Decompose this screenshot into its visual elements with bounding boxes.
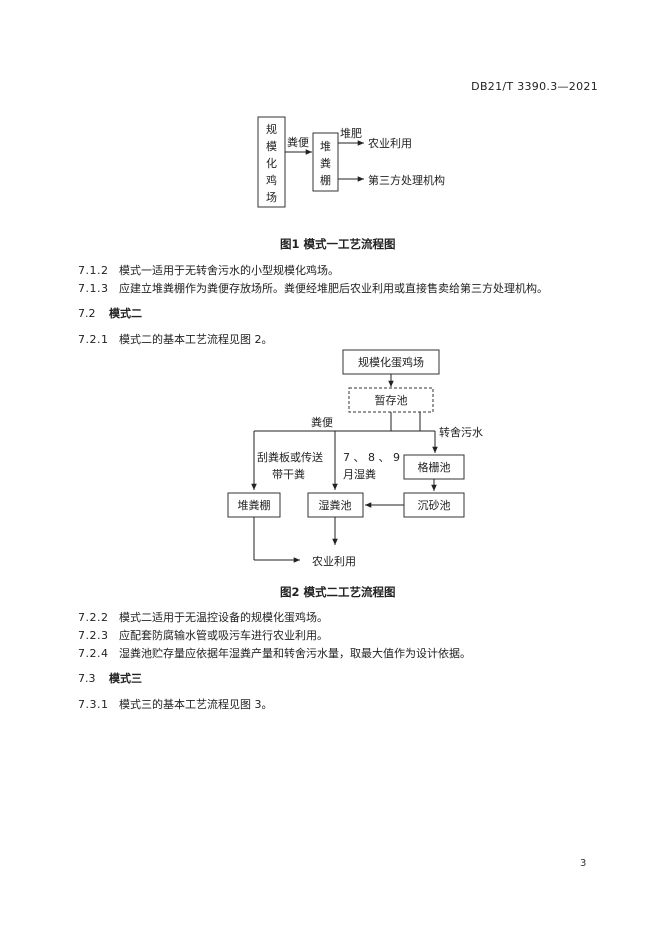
- svg-text:规: 规: [266, 122, 277, 136]
- fig2-sand-pool-label: 沉砂池: [418, 499, 451, 512]
- fig1-source-box: [257, 116, 286, 208]
- fig2-manure-label: 粪便: [311, 415, 333, 429]
- figure1-caption: 图1 模式一工艺流程图: [280, 237, 396, 251]
- fig1-shed-label: 堆 粪 棚: [320, 140, 331, 187]
- fig1-third-party-label: 第三方处理机构: [368, 173, 445, 187]
- standard-code: DB21/T 3390.3—2021: [471, 80, 598, 93]
- svg-text:粪: 粪: [320, 156, 331, 170]
- fig2-agri-label: 农业利用: [312, 554, 356, 568]
- figure2-caption: 图2 模式二工艺流程图: [280, 585, 396, 599]
- svg-text:堆: 堆: [320, 140, 331, 153]
- svg-text:化: 化: [266, 156, 277, 170]
- fig1-compost-label: 堆肥: [340, 127, 362, 140]
- svg-text:场: 场: [266, 190, 277, 204]
- fig2-wet-pool-label: 湿粪池: [319, 498, 352, 512]
- svg-text:鸡: 鸡: [266, 173, 277, 187]
- fig2-grate-pool-label: 格栅池: [418, 460, 451, 474]
- fig1-manure-label: 粪便: [287, 135, 309, 149]
- fig1-agri-label: 农业利用: [368, 136, 412, 150]
- fig2-scraper-label-2: 带干粪: [272, 467, 305, 481]
- svg-text:棚: 棚: [320, 173, 331, 187]
- fig1-shed-box: [312, 132, 339, 192]
- svg-text:模: 模: [266, 140, 277, 153]
- fig2-months-label-1: 7 、 8 、 9: [343, 451, 400, 464]
- fig2-scraper-label-1: 刮粪板或传送: [257, 450, 323, 464]
- fig2-manure-shed-label: 堆粪棚: [238, 498, 271, 512]
- fig2-temp-pool-label: 暂存池: [375, 393, 408, 407]
- fig2-wastewater-label: 转舍污水: [439, 425, 483, 439]
- fig2-months-label-2: 月湿粪: [343, 467, 376, 481]
- page-number: 3: [580, 858, 587, 869]
- fig2-farm-label: 规模化蛋鸡场: [358, 355, 424, 369]
- fig1-source-label: 规 模 化 鸡 场: [266, 122, 277, 204]
